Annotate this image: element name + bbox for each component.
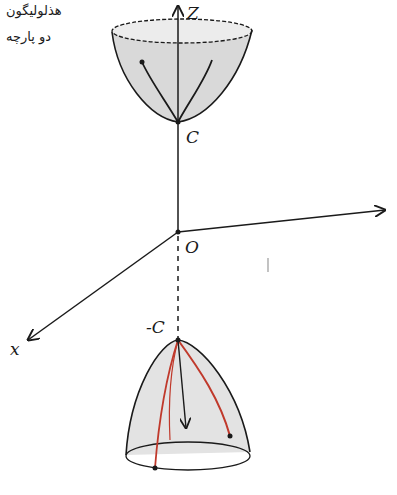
upper-meridian — [178, 60, 212, 122]
upper-rim — [112, 19, 252, 43]
point — [140, 60, 145, 65]
negative-z-arrow — [178, 340, 186, 428]
axis-label: x — [10, 340, 20, 359]
point-label: -C — [146, 318, 165, 337]
upper-sheet-outline — [112, 30, 252, 122]
lower-meridian — [155, 340, 178, 468]
origin-point — [176, 230, 181, 235]
lower-rim — [126, 442, 250, 470]
upper-meridian — [142, 62, 178, 122]
lower-sheet-outline — [126, 340, 250, 455]
lower-sheet-fill — [126, 340, 250, 455]
point — [228, 434, 233, 439]
stray-mark — [267, 258, 268, 272]
lower-meridian — [169, 340, 178, 440]
axis-label: Z — [187, 4, 199, 23]
title-note: دو پارچه — [6, 30, 51, 44]
x-axis — [28, 232, 178, 340]
z-axis — [177, 6, 179, 232]
upper-sheet-fill — [112, 30, 252, 122]
point — [153, 466, 158, 471]
origin-label: O — [185, 238, 199, 257]
point — [176, 338, 181, 343]
lower-meridian — [178, 340, 230, 436]
y-axis — [178, 210, 385, 232]
hidden-z-axis — [177, 236, 179, 338]
point-label: C — [186, 128, 199, 147]
point — [176, 120, 181, 125]
title-note: هذلولیگون — [6, 4, 62, 18]
